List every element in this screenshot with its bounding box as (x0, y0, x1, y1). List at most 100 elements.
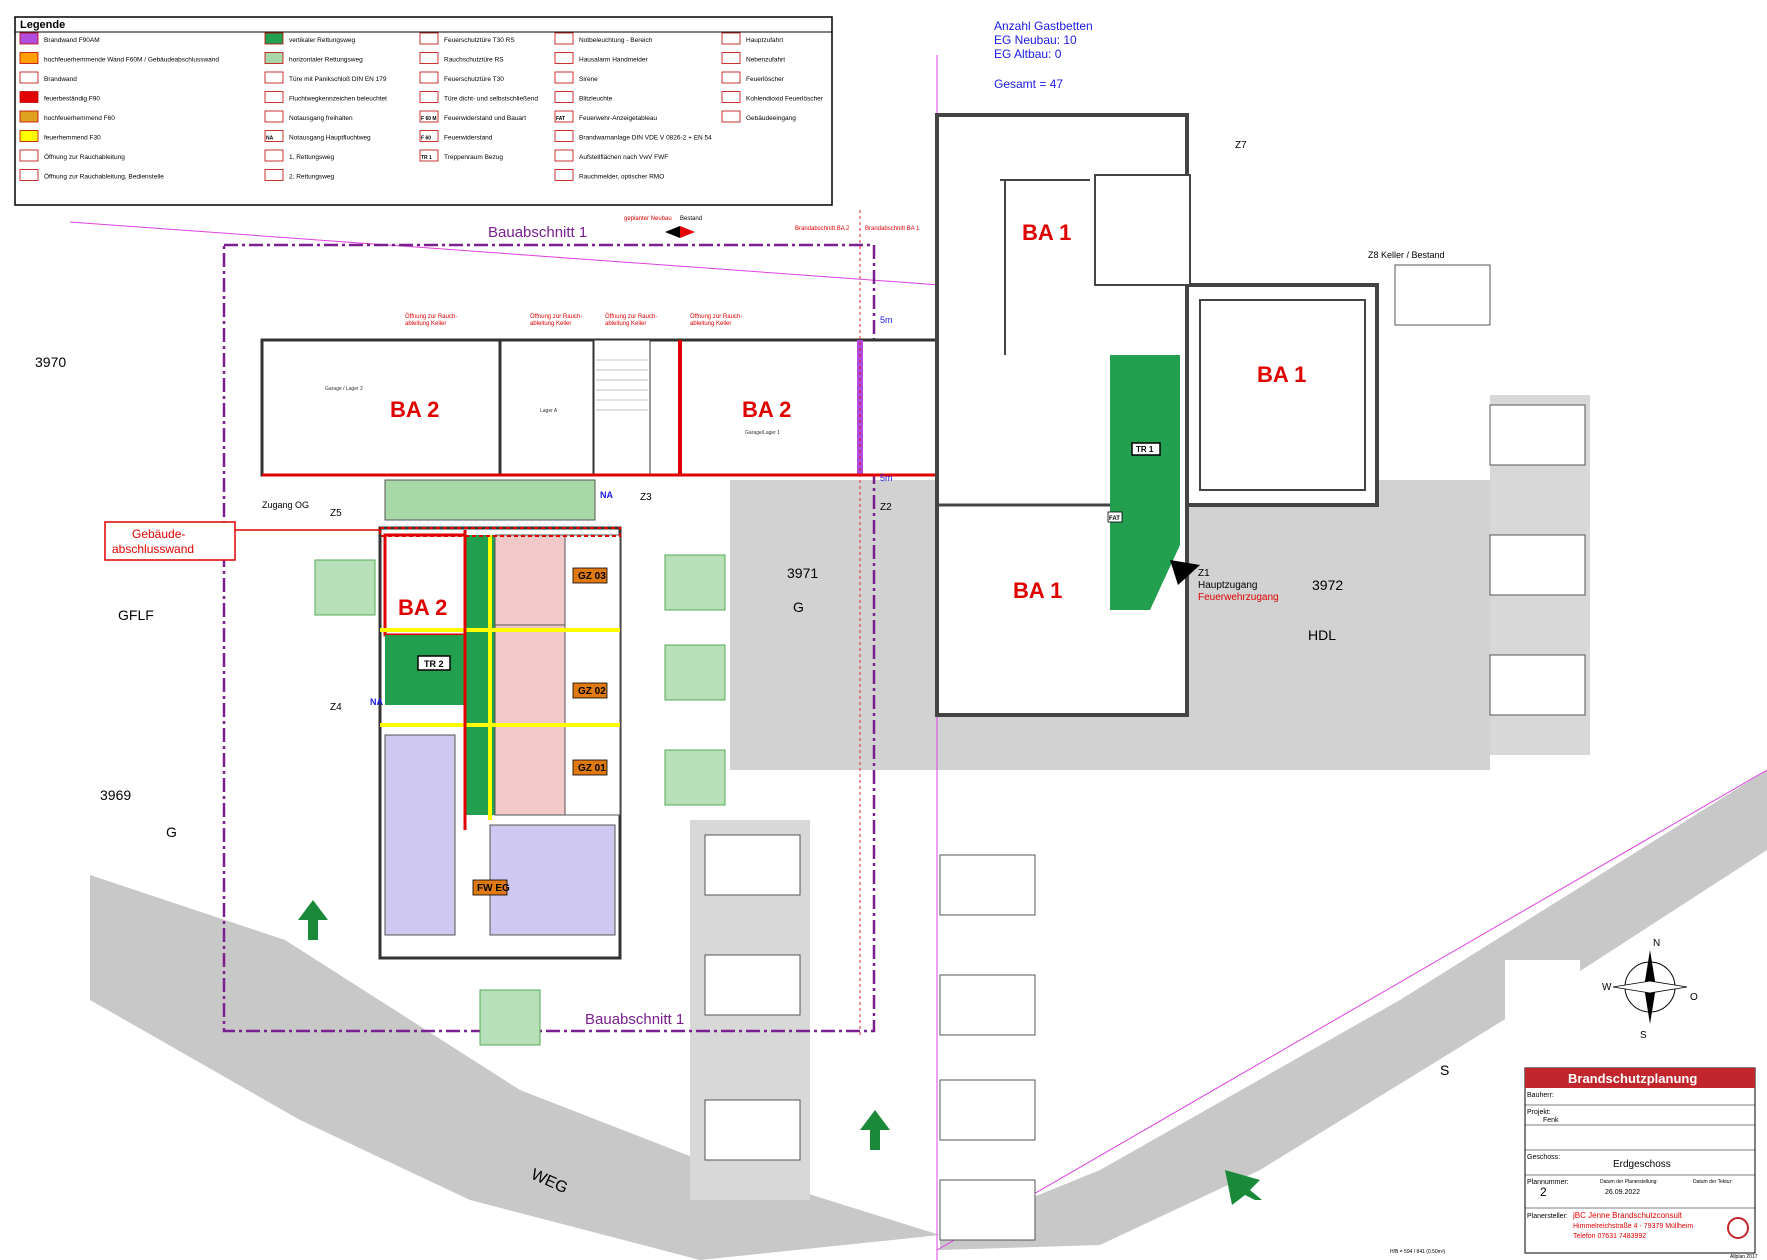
brandabschnitt-ba1-label: Brandabschnitt BA 1 (865, 226, 920, 232)
land-use-g-west: G (166, 824, 177, 840)
plannummer-label: Plannummer: (1527, 1179, 1569, 1186)
escape-route-1-icon (264, 149, 284, 162)
parcel-3971: 3971 (787, 565, 818, 581)
staircase-box-icon (419, 149, 439, 162)
fat-icon (554, 110, 574, 123)
planersteller-label: Planersteller: (1527, 1213, 1568, 1220)
legend-item-label: Türe dicht- und selbstschließend (444, 96, 538, 103)
f90-swatch (19, 91, 39, 103)
bauabschnitt-label-top: Bauabschnitt 1 (488, 224, 587, 241)
smoke-opening-label-3b: ableitung Keller (605, 321, 646, 327)
horizontal-escape-corridor (384, 479, 596, 521)
legend-item-label: Rauchschutztüre RS (444, 57, 504, 64)
legend-item-label: Öffnung zur Rauchableitung (44, 153, 125, 161)
gebaeudeabschlusswand-line1: Gebäude- (132, 527, 185, 541)
smoke-opening-label-3: Öffnung zur Rauch- (605, 313, 657, 320)
smoke-opening-label-1: Öffnung zur Rauch- (405, 313, 457, 320)
horizontal-escape-swatch (264, 52, 284, 64)
land-use-g-mid: G (793, 599, 804, 615)
house-alarm-icon (554, 52, 574, 64)
ba1-label-north: BA 1 (1022, 220, 1071, 245)
emergency-light-icon (554, 32, 574, 45)
compass-s: S (1640, 1030, 1647, 1041)
legend-symbol: TR 1 (421, 155, 432, 161)
bauabschnitt-label-bottom: Bauabschnitt 1 (585, 1011, 684, 1028)
z2-label: Z2 (880, 502, 892, 513)
legend-item-label: Hausalarm Handmelder (579, 57, 648, 64)
legend-item-label: Notbeleuchtung - Bereich (579, 37, 653, 44)
emergency-exit-icon (264, 110, 284, 123)
compass-n: N (1653, 938, 1660, 949)
plannummer-value: 2 (1540, 1185, 1547, 1199)
co2-extinguisher-icon (721, 91, 741, 103)
f30-swatch (19, 130, 39, 142)
smoke-opening-label-2b: ableitung Keller (530, 321, 571, 327)
smoke-opening-label-4: Öffnung zur Rauch- (690, 313, 742, 320)
ba1-label-south: BA 1 (1013, 578, 1062, 603)
legend-item-label: Notausgang Hauptfluchtweg (289, 135, 371, 142)
datum-value: 26.09.2022 (1605, 1189, 1640, 1196)
gz02-label: GZ 02 (578, 686, 606, 697)
legend-item-label: Hauptzufahrt (746, 37, 783, 44)
siren-icon (554, 71, 574, 84)
legend-item-label: Kohlendioxid Feuerlöscher (746, 96, 824, 103)
entrance-z1: Z1 Hauptzugang Feuerwehrzugang (1170, 560, 1279, 603)
fire-wall-f90am-swatch (19, 32, 39, 45)
legend-item-label: Türe mit Panikschloß DIN EN 179 (289, 76, 387, 83)
smoke-opening-label-1b: ableitung Keller (405, 321, 446, 327)
escape-stair-tr1 (1110, 355, 1180, 610)
ba-separation-arrow-left (665, 226, 680, 238)
ba-separation-arrow-right (680, 226, 695, 238)
land-use-hdl: HDL (1308, 627, 1336, 643)
setup-areas (314, 554, 726, 1046)
legend-item-label: Fluchtwegkennzeichen beleuchtet (289, 96, 387, 103)
legend-item-label: Feuerschutztüre T30 RS (444, 37, 515, 44)
bauabschnitt-boundary (222, 243, 876, 1033)
room-garage-lager-1: Garage/Lager 1 (745, 430, 780, 436)
title-block: Brandschutzplanung Bauherr: Projekt: Fen… (1390, 1067, 1758, 1260)
ba2-label-wing: BA 2 (398, 595, 447, 620)
property-line (936, 769, 1767, 1251)
legend-item-label: hochfeuerhemmende Wand F60M / Gebäudeabs… (44, 57, 219, 64)
ba1-label-east: BA 1 (1257, 362, 1306, 387)
geschoss-label: Geschoss: (1527, 1154, 1560, 1161)
legend-item-label: Treppenraum Bezug (444, 154, 503, 161)
ba2-label-garage: BA 2 (390, 397, 439, 422)
road-s-label: S (1440, 1062, 1449, 1078)
company-logo (1727, 1217, 1749, 1239)
planned-label: geplanter Neubau (624, 216, 672, 222)
smoke-vent-icon (19, 149, 39, 162)
legend-item-label: Feuerwiderstand und Bauart (444, 115, 526, 122)
setup-area-swatch (554, 149, 574, 162)
parcel-3969: 3969 (100, 787, 131, 803)
staircase-tr1-label: TR 1 (1136, 445, 1154, 454)
property-line (69, 221, 941, 286)
panic-lock-icon (264, 71, 284, 84)
gz01-label: GZ 01 (578, 763, 606, 774)
legend-symbol: NA (266, 136, 274, 142)
staircase-tr2-box (417, 655, 451, 671)
projekt-label: Projekt: (1527, 1109, 1551, 1116)
gebaeudeabschlusswand-annotation: Gebäude- abschlusswand (104, 521, 380, 561)
self-closing-door-icon (419, 91, 439, 103)
z1-fire: Feuerwehrzugang (1198, 592, 1279, 603)
legend-item-label: Feuerwehr-Anzeigetableau (579, 115, 657, 122)
fire-door-t30-rs-icon (419, 32, 439, 45)
building-ba1: BA 1 BA 1 BA 1 TR 1 FAT (935, 113, 1379, 717)
footer-left: H/B = 594 / 841 (0.50m²) (1390, 1249, 1446, 1255)
exit-sign-icon (264, 91, 284, 103)
legend-box: Legende Brandwand F90AMhochfeuerhemmende… (14, 16, 833, 206)
fat-label: FAT (1109, 516, 1120, 522)
smoke-detector-icon (554, 169, 574, 181)
legend-item-label: Blitzleuchte (579, 96, 613, 103)
legend-item-label: Nebenzufahrt (746, 57, 785, 64)
z1-label: Z1 (1198, 568, 1210, 579)
f60-box-icon (419, 130, 439, 142)
parking-stalls-left (704, 264, 1586, 1241)
legend-item-label: Öffnung zur Rauchableitung, Bedienstelle (44, 173, 164, 181)
legend-symbol: FAT (556, 116, 565, 122)
na-label-west: NA (370, 697, 383, 707)
guest-beds-total: Gesamt = 47 (994, 77, 1063, 91)
guest-beds-eg-new: EG Neubau: 10 (994, 33, 1077, 47)
na-icon (264, 130, 284, 142)
